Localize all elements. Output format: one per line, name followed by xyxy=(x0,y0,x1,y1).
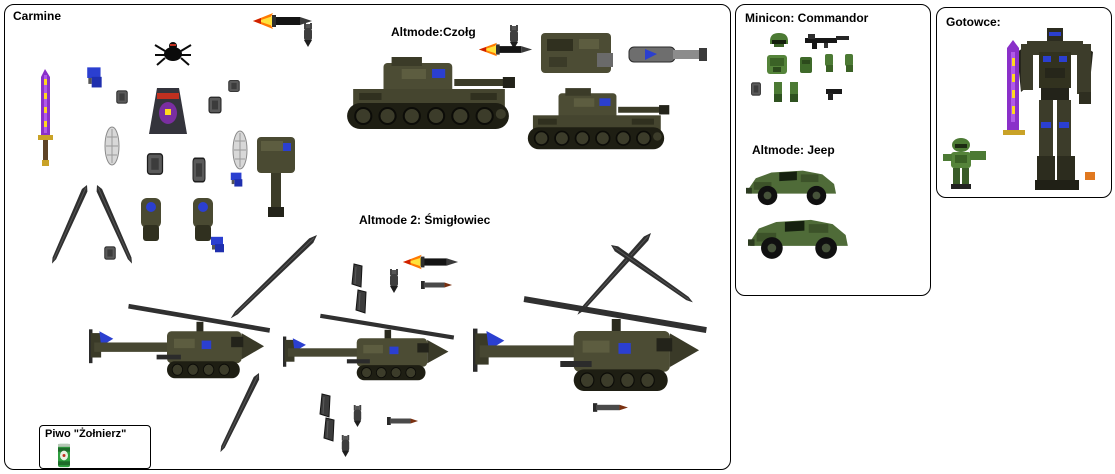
missile-sprite xyxy=(387,415,419,427)
panel-carmine: Carmine Altmode:Czołg Altmode 2: Śmigłow… xyxy=(4,4,731,470)
ammo-clip-sprite xyxy=(355,289,369,315)
gray-part-sprite xyxy=(145,151,165,177)
altmode-jeep-label: Altmode: Jeep xyxy=(752,143,835,157)
gray-part-sprite xyxy=(191,155,207,185)
robot-sprite xyxy=(999,22,1111,194)
turret-part-sprite xyxy=(253,133,299,221)
gray-part-sprite xyxy=(227,79,241,93)
flame-missile-sprite xyxy=(403,253,459,271)
feather-part-sprite xyxy=(103,125,121,167)
gotowce-title: Gotowce: xyxy=(946,15,1001,29)
panel-gotowce: Gotowce: xyxy=(936,7,1112,198)
minicon-rifle-sprite xyxy=(805,34,849,49)
bomb-sprite xyxy=(301,23,315,47)
ammo-clip-sprite xyxy=(319,393,333,419)
blue-part-sprite xyxy=(229,171,245,189)
cannon-sprite xyxy=(628,46,707,63)
v-blade-sprite xyxy=(47,183,93,266)
gray-part-sprite xyxy=(115,89,129,105)
bomb-sprite xyxy=(387,269,401,293)
altmode-helicopter-label: Altmode 2: Śmigłowiec xyxy=(359,213,491,227)
minicon-leg-sprite xyxy=(774,82,782,102)
spider-part-sprite xyxy=(154,42,192,66)
helicopter-sprite xyxy=(89,303,271,397)
helicopter-sprite xyxy=(473,295,708,415)
minicon-backpack-sprite xyxy=(800,57,812,73)
blue-part-sprite xyxy=(85,65,105,91)
ammo-clip-sprite xyxy=(323,417,337,443)
beer-label: Piwo "Żołnierz" xyxy=(45,428,127,440)
thigh-part-sprite xyxy=(135,195,167,245)
altmode-tank-label: Altmode:Czołg xyxy=(391,25,476,39)
minicon-torso-sprite xyxy=(767,55,787,74)
cockpit-part-sprite xyxy=(149,88,187,134)
bomb-sprite xyxy=(351,405,364,427)
feather-part-sprite xyxy=(231,129,249,171)
sword-sprite xyxy=(37,69,54,169)
minicon-figure-sprite xyxy=(943,136,989,194)
minicon-arm-sprite xyxy=(825,54,833,72)
minicon-leg-sprite xyxy=(790,82,798,102)
gray-part-sprite xyxy=(750,81,762,97)
jeep-sprite xyxy=(748,209,850,261)
missile-sprite xyxy=(421,279,453,291)
hull-part-sprite xyxy=(541,33,613,73)
gray-part-sprite xyxy=(103,245,117,261)
gray-part-sprite xyxy=(207,95,223,115)
missile-sprite xyxy=(593,401,629,414)
bomb-sprite xyxy=(339,435,352,457)
minicon-title: Minicon: Commandor xyxy=(745,11,869,25)
minicon-helmet-sprite xyxy=(770,33,788,47)
minicon-arm-sprite xyxy=(845,54,853,72)
tank-sprite xyxy=(521,83,671,151)
helicopter-sprite xyxy=(283,313,455,397)
beer-can-sprite xyxy=(56,442,72,469)
jeep-sprite xyxy=(746,161,838,207)
minicon-pistol-sprite xyxy=(826,89,842,100)
blue-part-sprite xyxy=(209,235,227,255)
beer-box: Piwo "Żołnierz" xyxy=(39,425,151,469)
carmine-title: Carmine xyxy=(13,9,62,23)
panel-minicon: Minicon: Commandor xyxy=(735,4,931,296)
ammo-clip-sprite xyxy=(351,263,365,289)
tank-sprite xyxy=(339,51,517,131)
